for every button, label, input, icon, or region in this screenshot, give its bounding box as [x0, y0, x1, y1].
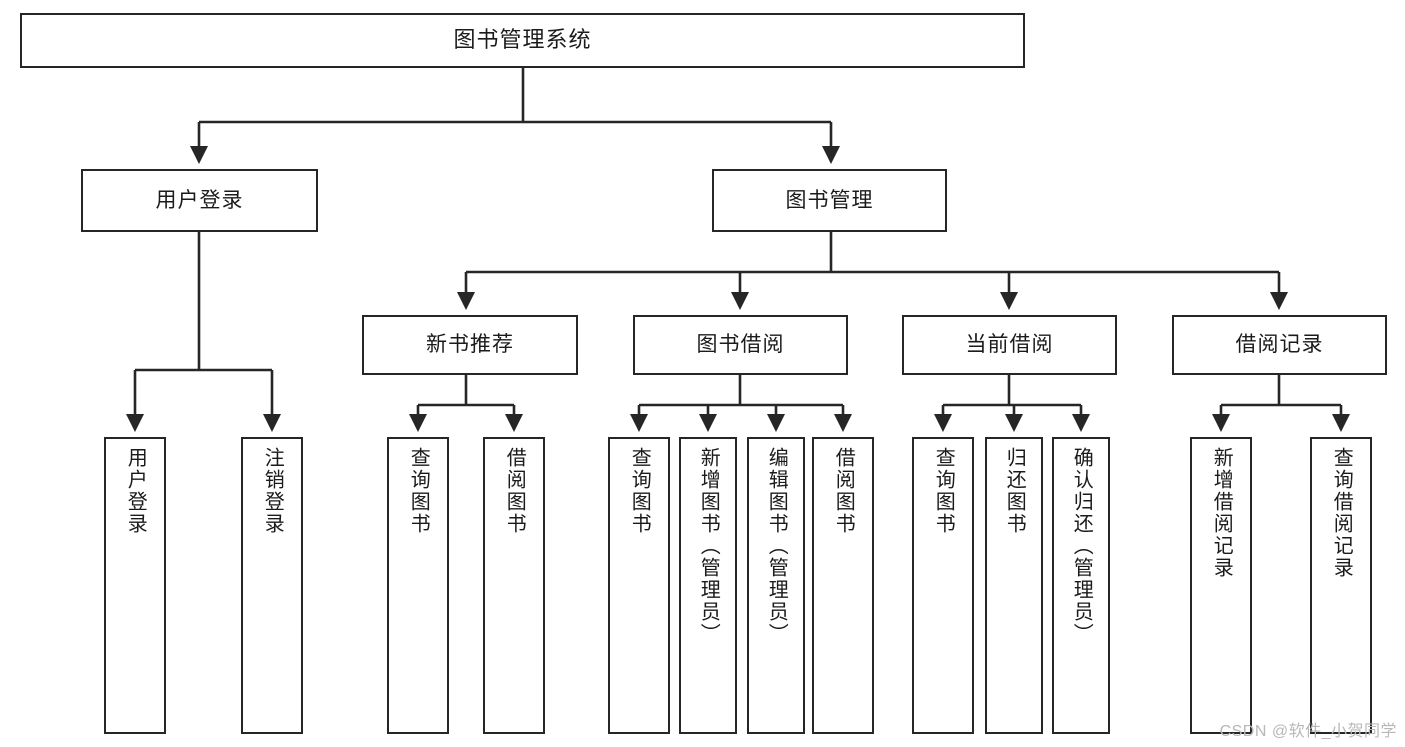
leaf-label: 归还图书: [1003, 447, 1026, 535]
node-current-borrow[interactable]: 当前借阅: [902, 315, 1117, 375]
leaf-query-book-recommend[interactable]: 查询图书: [387, 437, 449, 734]
leaf-label: 查询图书: [628, 447, 651, 535]
node-book-borrow[interactable]: 图书借阅: [633, 315, 848, 375]
leaf-add-borrow-record[interactable]: 新增借阅记录: [1190, 437, 1252, 734]
leaf-query-borrow-record[interactable]: 查询借阅记录: [1310, 437, 1372, 734]
leaf-borrow-book-recommend[interactable]: 借阅图书: [483, 437, 545, 734]
leaf-label: 新增图书（管理员）: [697, 447, 720, 645]
leaf-logout[interactable]: 注销登录: [241, 437, 303, 734]
leaf-label: 确认归还（管理员）: [1070, 447, 1093, 645]
node-new-book-recommend[interactable]: 新书推荐: [362, 315, 578, 375]
leaf-edit-book-admin[interactable]: 编辑图书（管理员）: [747, 437, 805, 734]
leaf-label: 借阅图书: [503, 447, 526, 535]
leaf-return-book[interactable]: 归还图书: [985, 437, 1043, 734]
leaf-label: 借阅图书: [832, 447, 855, 535]
leaf-label: 编辑图书（管理员）: [765, 447, 788, 645]
leaf-label: 用户登录: [124, 447, 147, 535]
leaf-label: 注销登录: [261, 447, 284, 535]
leaf-confirm-return-admin[interactable]: 确认归还（管理员）: [1052, 437, 1110, 734]
leaf-query-book-current[interactable]: 查询图书: [912, 437, 974, 734]
node-user-login[interactable]: 用户登录: [81, 169, 318, 232]
leaf-add-book-admin[interactable]: 新增图书（管理员）: [679, 437, 737, 734]
leaf-label: 查询图书: [407, 447, 430, 535]
leaf-user-login[interactable]: 用户登录: [104, 437, 166, 734]
leaf-query-book-borrow[interactable]: 查询图书: [608, 437, 670, 734]
leaf-borrow-book[interactable]: 借阅图书: [812, 437, 874, 734]
leaf-label: 新增借阅记录: [1210, 447, 1233, 579]
node-root[interactable]: 图书管理系统: [20, 13, 1025, 68]
leaf-label: 查询借阅记录: [1330, 447, 1353, 579]
watermark-text: CSDN @软件_小贺同学: [1219, 723, 1397, 740]
leaf-label: 查询图书: [932, 447, 955, 535]
node-book-management[interactable]: 图书管理: [712, 169, 947, 232]
node-borrow-records[interactable]: 借阅记录: [1172, 315, 1387, 375]
